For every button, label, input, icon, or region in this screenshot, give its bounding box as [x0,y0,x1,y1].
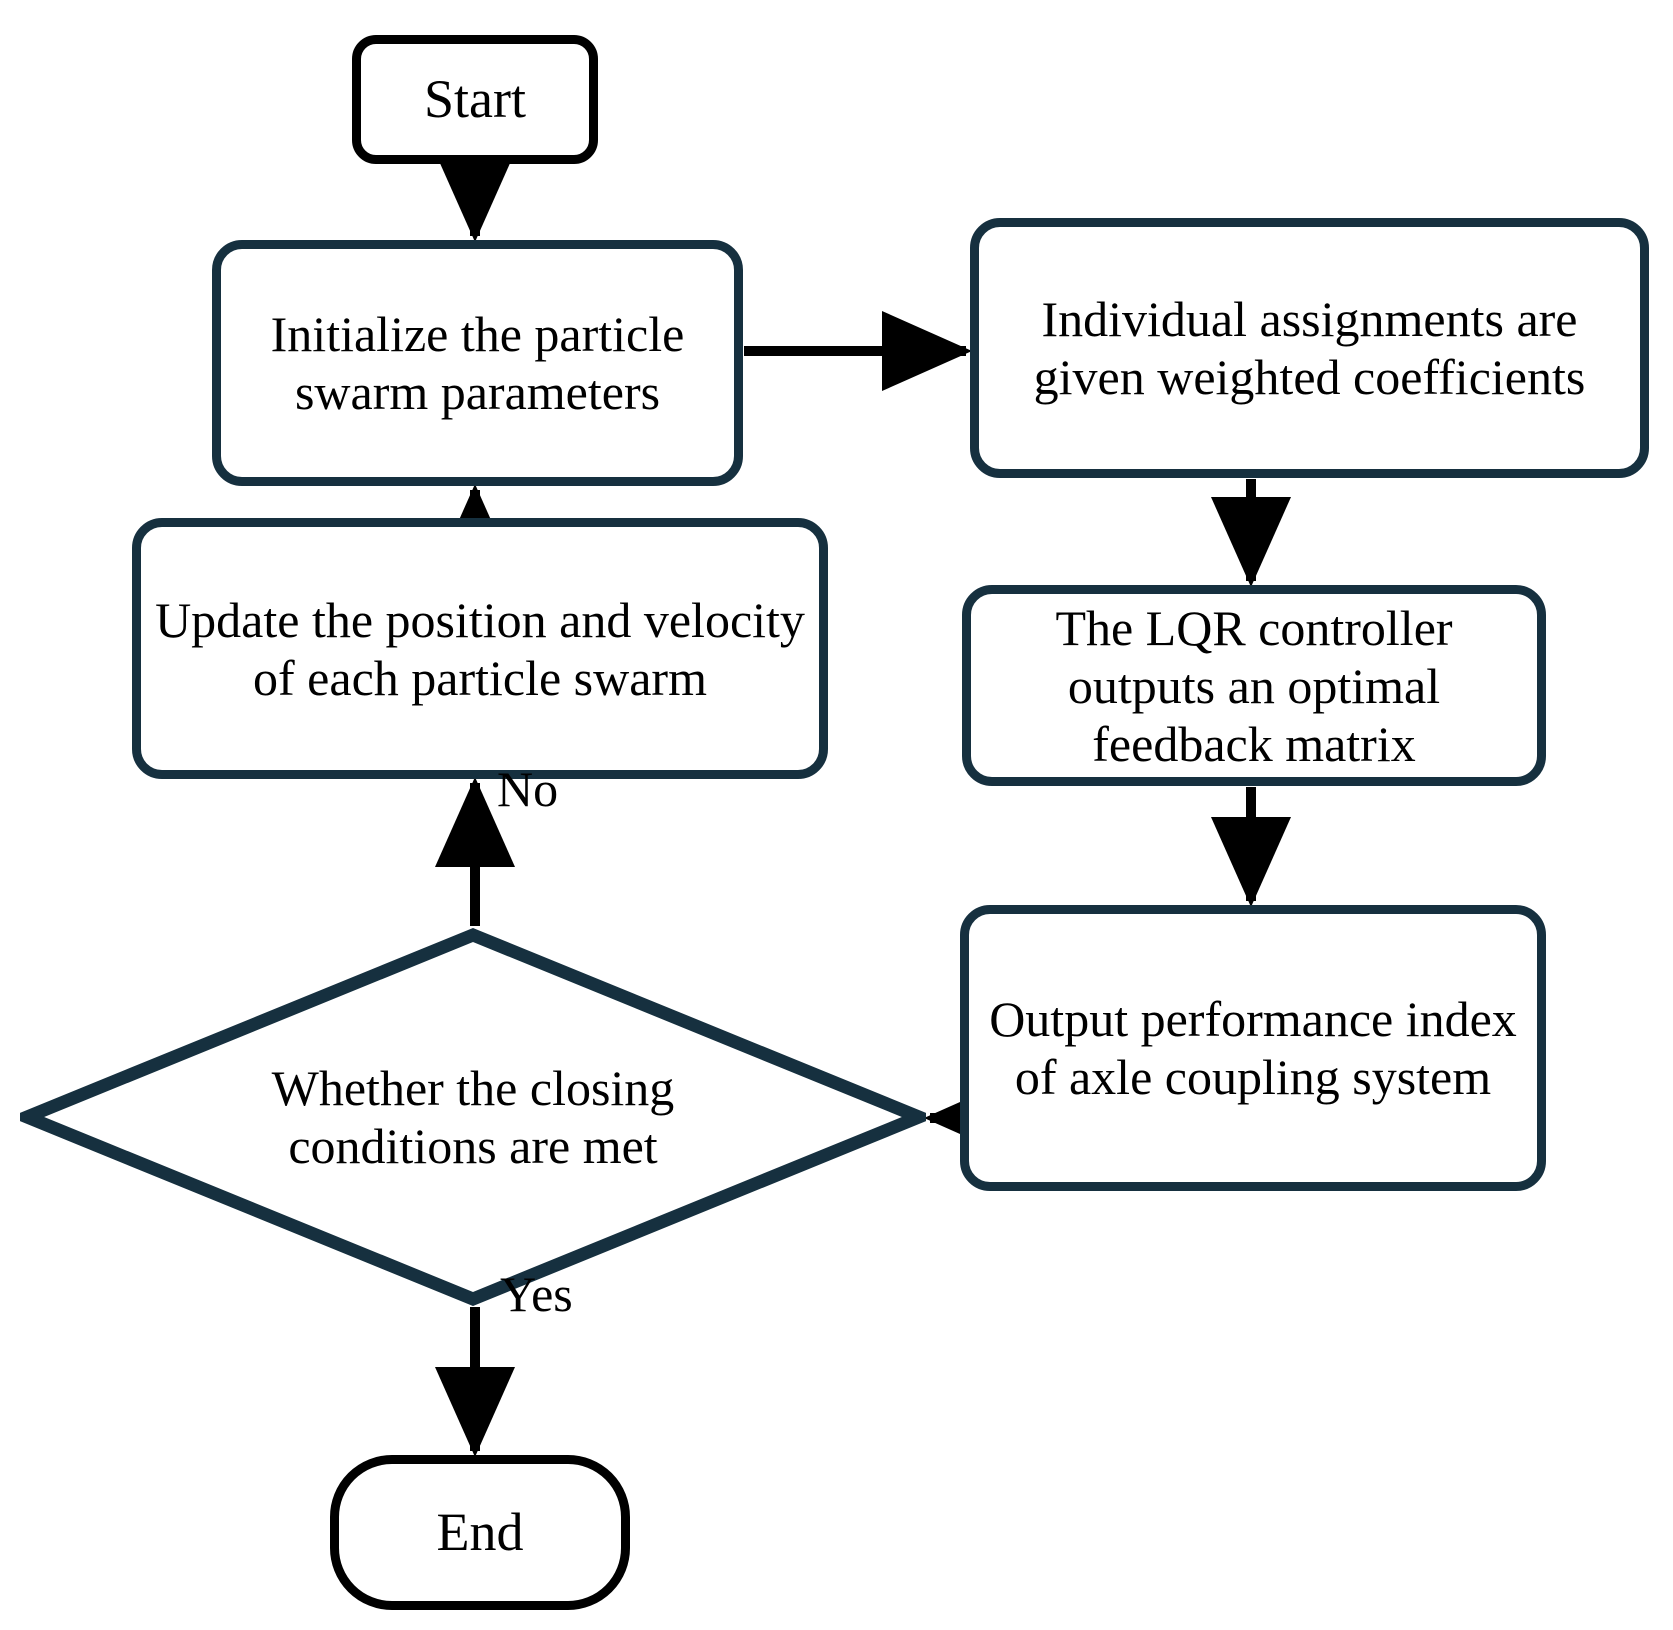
node-lqr-label: The LQR controller outputs an optimal fe… [1055,599,1453,772]
node-initialize-label: Initialize the particle swarm parameters [270,306,685,420]
node-end-label: End [436,1502,524,1563]
node-end[interactable]: End [330,1455,630,1610]
node-output-performance-index[interactable]: Output performance index of axle couplin… [960,905,1546,1191]
node-update-label: Update the position and velocity of each… [155,591,805,706]
node-initialize-particle-swarm-parameters[interactable]: Initialize the particle swarm parameters [212,240,743,486]
node-start-label: Start [424,69,526,130]
node-lqr-controller-optimal-feedback-matrix[interactable]: The LQR controller outputs an optimal fe… [962,585,1546,786]
node-decision-label: Whether the closing conditions are met [271,1060,675,1174]
node-individual-assignments-weighted-coefficients[interactable]: Individual assignments are given weighte… [970,218,1649,478]
diamond-shape [20,928,926,1306]
node-decision-closing-conditions[interactable]: Whether the closing conditions are met [20,928,926,1306]
node-start[interactable]: Start [352,35,598,164]
edge-label-no: No [497,761,559,817]
node-output-label: Output performance index of axle couplin… [989,991,1517,1105]
node-update-position-and-velocity[interactable]: Update the position and velocity of each… [132,518,828,779]
edge-label-yes: Yes [500,1266,573,1322]
node-weights-label: Individual assignments are given weighte… [1033,291,1586,405]
